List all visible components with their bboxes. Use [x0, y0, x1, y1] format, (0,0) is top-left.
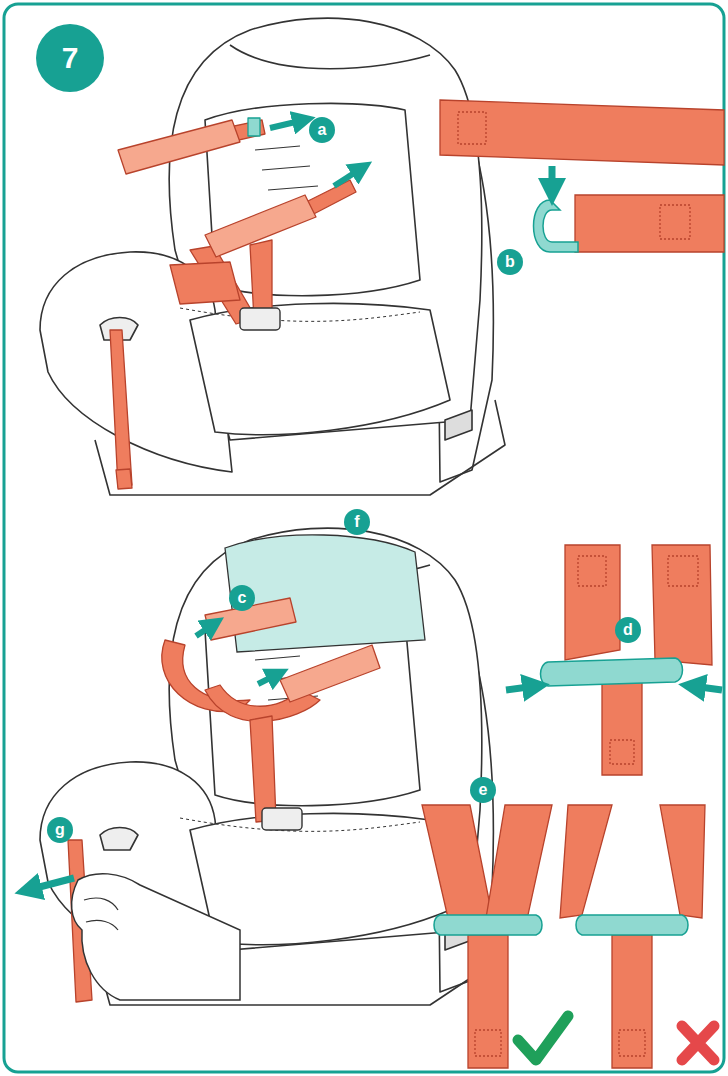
step-number: 7 — [36, 24, 104, 92]
callout-letter: c — [229, 585, 255, 611]
callout-text: g — [55, 822, 65, 838]
callout-letter: f — [344, 509, 370, 535]
callout-text: b — [505, 254, 515, 270]
callout-letter: d — [615, 617, 641, 643]
callout-letter: a — [309, 117, 335, 143]
callout-text: e — [479, 782, 488, 798]
callout-letter: b — [497, 249, 523, 275]
callout-text: a — [318, 122, 327, 138]
callout-text: c — [238, 590, 247, 606]
callout-text: f — [354, 514, 359, 530]
callout-letter: g — [47, 817, 73, 843]
callout-text: d — [623, 622, 633, 638]
callout-letter: e — [470, 777, 496, 803]
callout-text: 7 — [62, 43, 79, 73]
